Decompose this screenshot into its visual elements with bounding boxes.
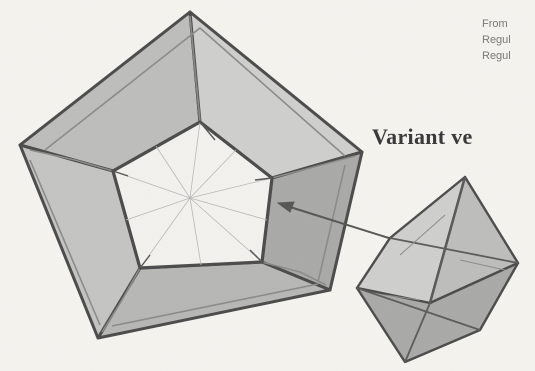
section-heading: Variant ve [372,124,473,150]
caption-line-3: Regul [482,48,511,64]
source-caption: From Regul Regul [482,16,511,64]
caption-line-2: Regul [482,32,511,48]
caption-line-1: From [482,16,511,32]
